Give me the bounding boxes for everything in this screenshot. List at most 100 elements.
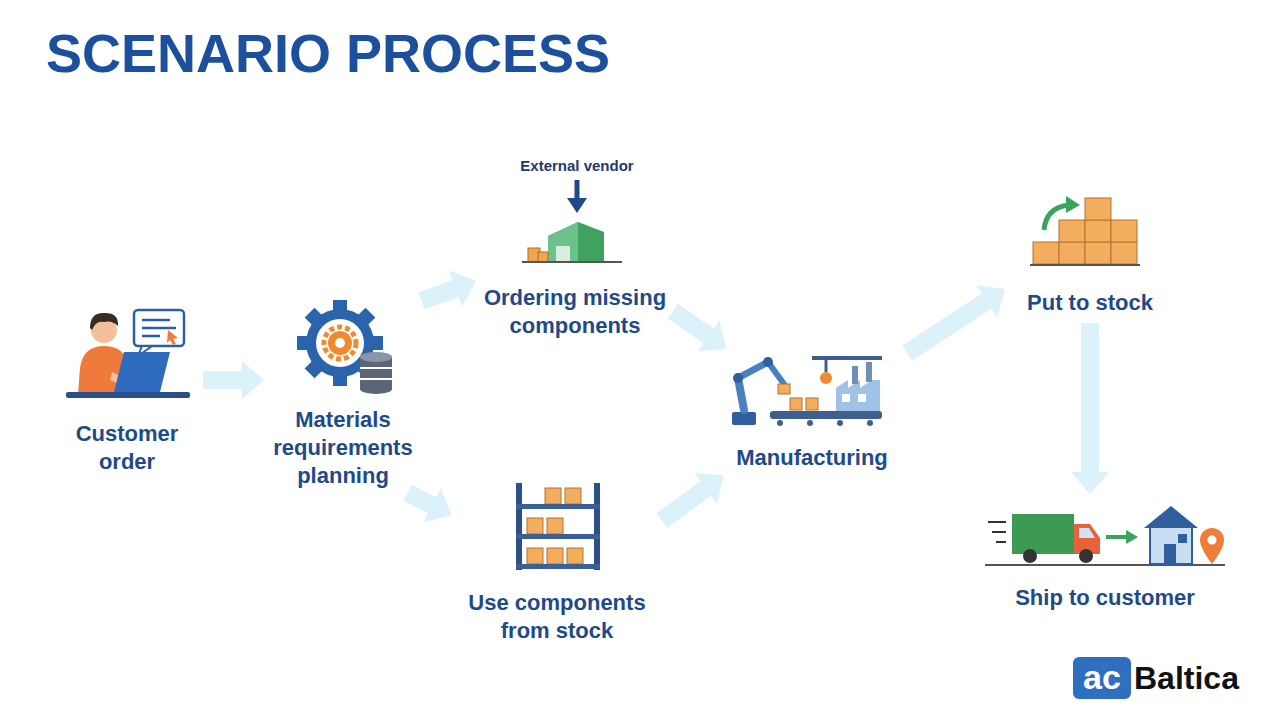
truck-wheel bbox=[1079, 549, 1093, 563]
delivery-icon bbox=[985, 506, 1225, 565]
desk-line bbox=[66, 392, 190, 398]
process-step: Materials requirements planning bbox=[270, 295, 416, 490]
crate bbox=[545, 488, 561, 504]
shelf-upright bbox=[594, 483, 600, 570]
robot-arm bbox=[738, 362, 768, 378]
bubble-line bbox=[142, 319, 170, 322]
database-bottom bbox=[360, 384, 392, 394]
logo-text: ac bbox=[1073, 657, 1131, 697]
gear-hole bbox=[316, 319, 364, 367]
crate bbox=[567, 548, 583, 564]
flow-arrow bbox=[203, 361, 264, 399]
house-window bbox=[1178, 534, 1187, 543]
shelf-board bbox=[516, 564, 600, 569]
process-step: Manufacturing bbox=[722, 352, 902, 472]
house-roof bbox=[1144, 506, 1198, 528]
crate bbox=[1085, 220, 1111, 242]
robot-joint bbox=[733, 373, 743, 383]
delivery-arrow-head bbox=[1126, 530, 1138, 544]
flow-arrow bbox=[668, 304, 727, 352]
crate bbox=[790, 398, 802, 410]
ground-line bbox=[522, 261, 622, 263]
crate bbox=[547, 548, 563, 564]
inner-gear-hole bbox=[335, 338, 345, 348]
speech-bubble bbox=[134, 310, 184, 346]
flow-arrow bbox=[902, 285, 1005, 360]
stock-pile-icon bbox=[1030, 196, 1140, 265]
database-top bbox=[360, 352, 392, 362]
warehouse-icon bbox=[522, 180, 622, 262]
vendor-arrow-head bbox=[567, 198, 587, 213]
conveyor bbox=[770, 411, 882, 419]
step-label: Ship to customer bbox=[1015, 584, 1195, 612]
shelf-upright bbox=[516, 483, 522, 570]
conveyor-roller bbox=[837, 420, 843, 426]
shelf-icon bbox=[516, 483, 600, 570]
speed-line bbox=[992, 531, 1006, 533]
step-label: Manufacturing bbox=[736, 444, 888, 472]
flow-arrow bbox=[1071, 323, 1109, 494]
truck-cargo bbox=[1012, 514, 1074, 554]
step-label: Ordering missing components bbox=[482, 284, 668, 340]
house-door bbox=[1164, 544, 1176, 564]
chimney bbox=[866, 362, 872, 382]
crate bbox=[538, 252, 548, 262]
conveyor-roller bbox=[807, 420, 813, 426]
robot-joint bbox=[763, 357, 773, 367]
delivery-arrow bbox=[1106, 535, 1128, 539]
flow-arrow bbox=[403, 485, 451, 522]
shelf-board bbox=[516, 534, 600, 539]
gantry bbox=[812, 356, 882, 360]
crate bbox=[1111, 220, 1137, 242]
crate bbox=[547, 518, 563, 534]
inner-gear-teeth bbox=[324, 327, 356, 359]
conveyor-roller bbox=[777, 420, 783, 426]
conveyor-roller bbox=[867, 420, 873, 426]
crate bbox=[1085, 198, 1111, 220]
step-label: Put to stock bbox=[1027, 289, 1153, 317]
person-hair bbox=[90, 313, 118, 330]
process-step: Ship to customer bbox=[985, 500, 1225, 612]
factory-window bbox=[858, 394, 866, 402]
logo-badge bbox=[1073, 657, 1131, 699]
customer-icon bbox=[66, 310, 190, 398]
crate bbox=[527, 518, 543, 534]
annotation-label: External vendor bbox=[507, 157, 647, 175]
curved-arrow-head bbox=[1066, 196, 1080, 213]
flow-arrow bbox=[419, 271, 477, 310]
flow-arrow bbox=[657, 473, 724, 528]
speed-line bbox=[988, 521, 1006, 523]
step-label: Use components from stock bbox=[457, 589, 657, 645]
crate bbox=[1059, 220, 1085, 242]
crate bbox=[1085, 242, 1111, 264]
diagram-title: SCENARIO PROCESS bbox=[46, 22, 610, 84]
warehouse-front bbox=[548, 222, 578, 262]
factory-window bbox=[842, 394, 850, 402]
laptop-screen bbox=[114, 352, 170, 392]
crate bbox=[1059, 242, 1085, 264]
database-stripe bbox=[360, 378, 392, 380]
crate bbox=[1111, 242, 1137, 264]
crate bbox=[778, 384, 790, 394]
crate bbox=[1033, 242, 1059, 264]
chimney bbox=[852, 366, 858, 384]
truck-window bbox=[1079, 528, 1095, 538]
process-step: Use components from stock bbox=[457, 480, 657, 645]
cursor-symbol bbox=[167, 330, 178, 345]
warehouse-door bbox=[556, 246, 570, 262]
warehouse-building bbox=[548, 222, 604, 262]
database-stripe bbox=[360, 367, 392, 369]
curved-arrow bbox=[1044, 205, 1068, 230]
shelf-board bbox=[516, 504, 600, 509]
bubble-line bbox=[142, 335, 160, 338]
vendor-arrow-shaft bbox=[575, 180, 580, 200]
gantry-gear bbox=[820, 372, 832, 384]
house-body bbox=[1150, 527, 1192, 564]
mrp-icon bbox=[297, 300, 392, 394]
step-label: Customer order bbox=[57, 420, 197, 476]
location-pin bbox=[1200, 528, 1224, 564]
crate bbox=[565, 488, 581, 504]
gantry-drop bbox=[825, 358, 828, 372]
factory-icon bbox=[732, 357, 882, 426]
factory-building bbox=[836, 380, 880, 412]
